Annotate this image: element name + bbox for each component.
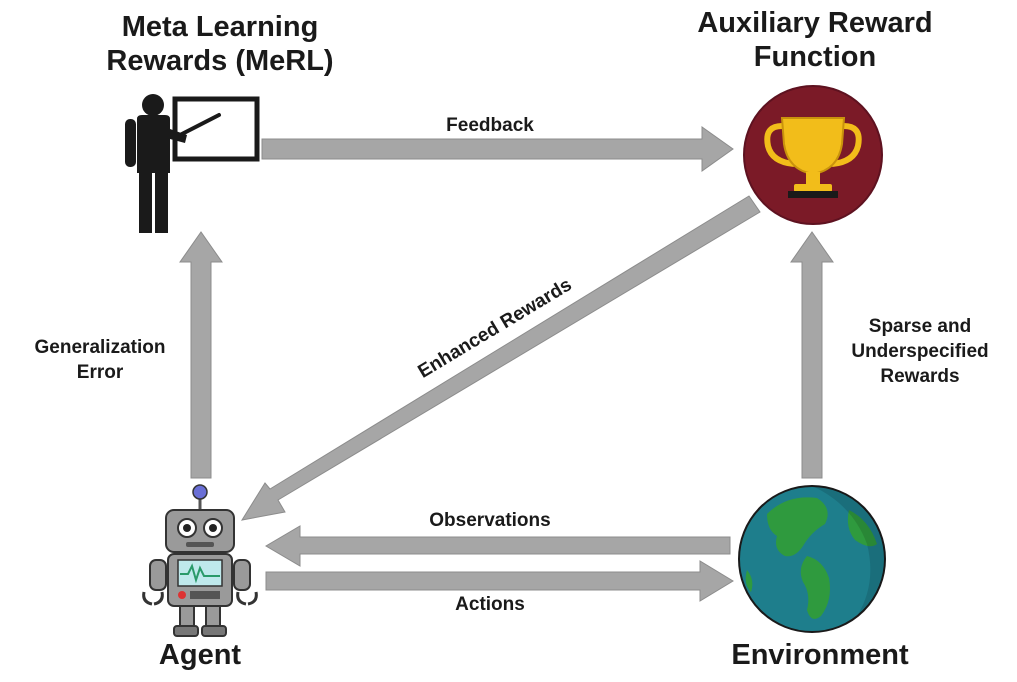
sparse-rewards-arrow: [790, 231, 834, 479]
sparse-rewards-line2: Underspecified: [851, 341, 989, 362]
actions-label: Actions: [455, 594, 525, 615]
environment-title: Environment: [731, 639, 909, 671]
merl-title-line1: Meta Learning: [121, 11, 319, 43]
sparse-rewards-line1: Sparse and: [868, 316, 972, 337]
merl-title-line2: Rewards (MeRL): [106, 45, 334, 77]
generalization-error-label: Generalization Error: [15, 335, 185, 385]
earth-icon: [738, 485, 886, 633]
feedback-label: Feedback: [446, 115, 534, 136]
feedback-arrow: [261, 126, 734, 172]
trophy-icon: [743, 85, 883, 225]
generalization-error-arrow: [179, 231, 223, 479]
sparse-rewards-label: Sparse and Underspecified Rewards: [830, 314, 1010, 389]
generalization-error-line1: Generalization: [34, 337, 166, 358]
robot-icon: [142, 484, 258, 637]
observations-arrow: [265, 525, 731, 567]
actions-arrow: [265, 560, 734, 602]
aux-reward-title-line1: Auxiliary Reward: [697, 7, 933, 39]
observations-label: Observations: [429, 510, 551, 531]
agent-title: Agent: [158, 639, 242, 671]
aux-reward-title: Auxiliary Reward Function: [650, 6, 980, 74]
sparse-rewards-line3: Rewards: [880, 366, 960, 387]
aux-reward-title-line2: Function: [753, 41, 877, 73]
generalization-error-line2: Error: [76, 362, 124, 383]
merl-title: Meta Learning Rewards (MeRL): [60, 10, 380, 78]
enhanced-rewards-arrow: [240, 195, 761, 521]
teacher-icon: [125, 94, 260, 233]
